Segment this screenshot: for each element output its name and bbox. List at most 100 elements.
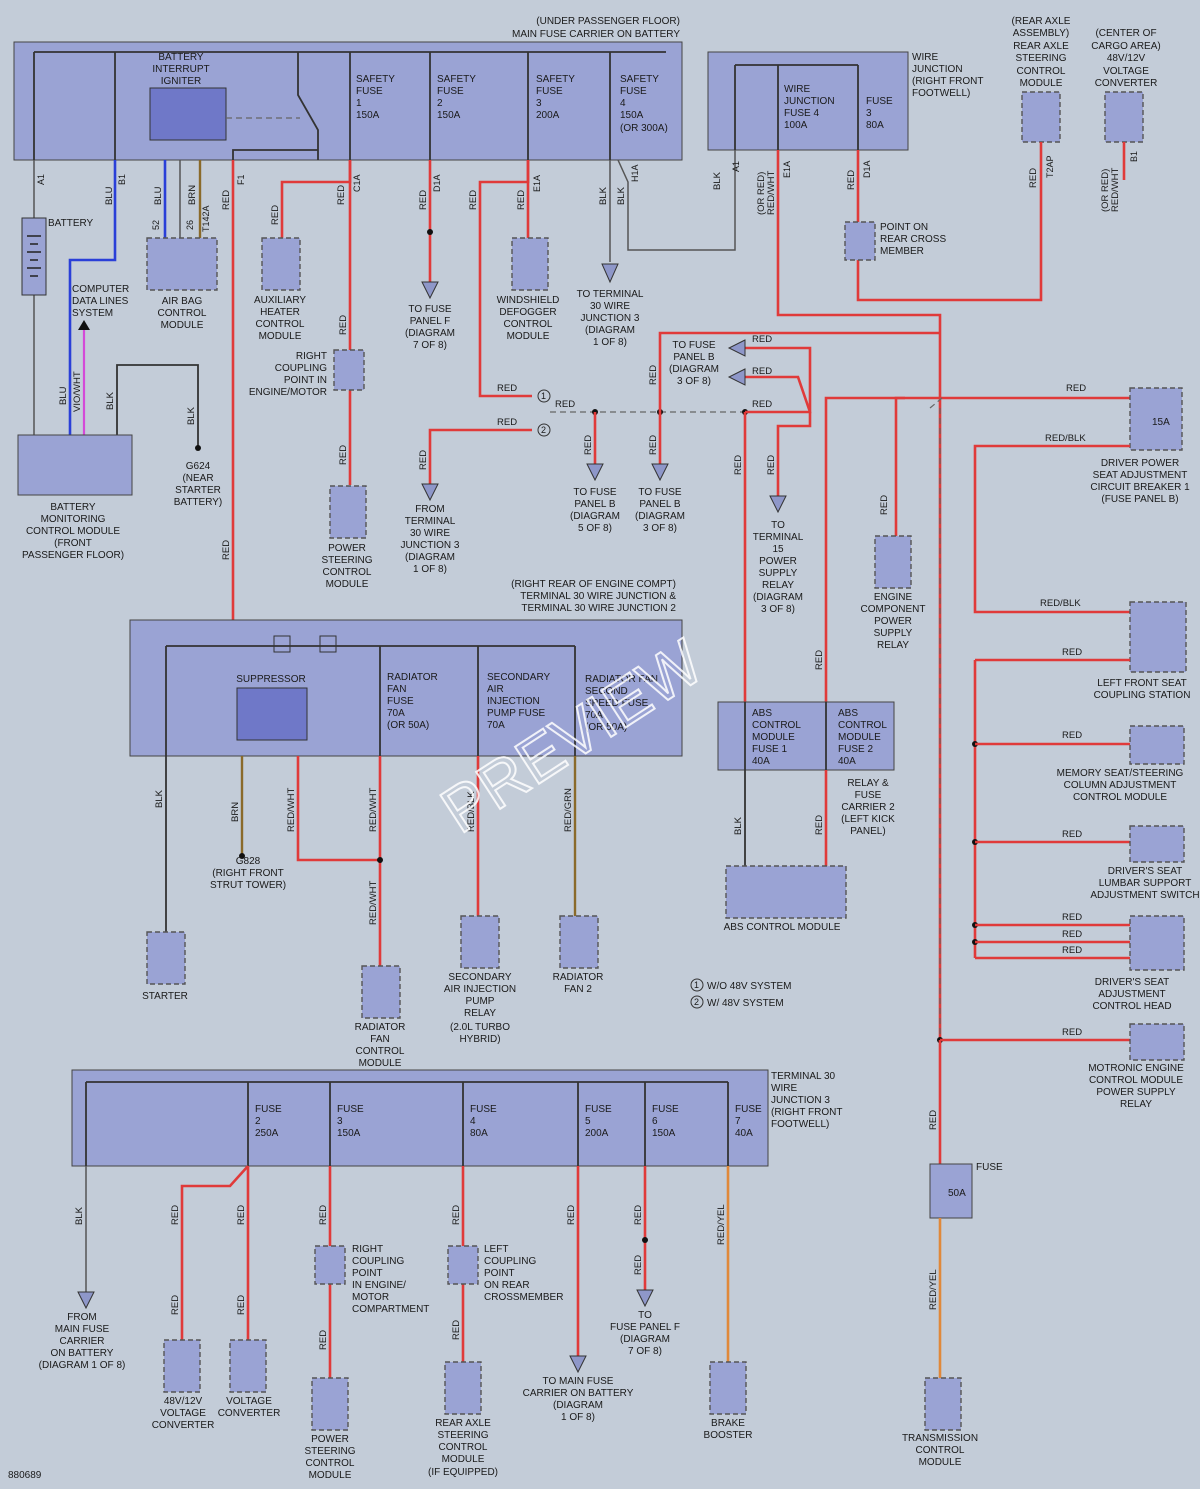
wl-red-aux: RED bbox=[270, 205, 281, 225]
tcm-module bbox=[924, 1377, 962, 1431]
f1-bus bbox=[232, 149, 318, 160]
wj-fb-3: 80A bbox=[866, 120, 884, 131]
legend-1-num: 1 bbox=[694, 980, 699, 990]
pin-f1: F1 bbox=[236, 174, 246, 185]
wl-red-ps-1: RED bbox=[318, 1205, 329, 1225]
pin-cargo-b1: B1 bbox=[1129, 151, 1139, 162]
wl-red-48-2: RED bbox=[170, 1295, 181, 1315]
cg-1: (CENTER OF bbox=[1095, 28, 1156, 39]
lcp-rear-connector bbox=[447, 1245, 479, 1285]
wl-red-abs2: RED bbox=[814, 650, 825, 670]
legend-2-text: W/ 48V SYSTEM bbox=[707, 998, 784, 1009]
wl-red-c1a: RED bbox=[336, 185, 347, 205]
rff-2: FAN bbox=[387, 684, 406, 695]
lumbar-switch bbox=[1129, 825, 1185, 863]
connector-n-icon bbox=[727, 339, 746, 357]
bm-5: PASSENGER FLOOR) bbox=[22, 550, 124, 561]
absf1-3: MODULE bbox=[752, 732, 795, 743]
fpf-4: 7 OF 8) bbox=[413, 340, 447, 351]
w-blk-h1a bbox=[617, 150, 736, 251]
w-redwht-fan bbox=[296, 756, 380, 862]
t30-3: JUNCTION 3 bbox=[581, 313, 640, 324]
ra2-3: CONTROL bbox=[439, 1442, 488, 1453]
ps-control-module bbox=[329, 485, 367, 539]
t30j-terminal-1 bbox=[273, 635, 291, 653]
wl-red-ra: RED bbox=[1028, 168, 1039, 188]
wl-red-absm: RED bbox=[814, 815, 825, 835]
absc-3: CARRIER 2 bbox=[841, 802, 895, 813]
starter-label: STARTER bbox=[142, 991, 188, 1002]
t15-1: TO bbox=[771, 520, 785, 531]
w-blu-b1 bbox=[68, 160, 117, 435]
sf1-l1: SAFETY bbox=[356, 74, 395, 85]
ah-2: HEATER bbox=[260, 307, 300, 318]
rcp-1: RIGHT bbox=[296, 351, 327, 362]
fpbc-4: 5 OF 8) bbox=[578, 523, 612, 534]
tm-2: CARRIER ON BATTERY bbox=[523, 1388, 634, 1399]
wl-red-fr-2: RED bbox=[633, 1255, 644, 1275]
dh-1: DRIVER'S SEAT bbox=[1095, 977, 1170, 988]
f2-2: 2 bbox=[255, 1116, 261, 1127]
f3-2: 3 bbox=[337, 1116, 343, 1127]
cdl-1: COMPUTER bbox=[72, 284, 129, 295]
wj-fa-3: FUSE 4 bbox=[784, 108, 819, 119]
rcp-engine2-connector bbox=[314, 1245, 346, 1285]
t30j-terminal-2 bbox=[319, 635, 337, 653]
tm-1: TO MAIN FUSE bbox=[543, 1376, 614, 1387]
sf2-l1: SAFETY bbox=[437, 74, 476, 85]
mem-2: COLUMN ADJUSTMENT bbox=[1064, 780, 1177, 791]
connector-q-icon bbox=[421, 483, 439, 502]
battery-interrupt-igniter bbox=[149, 87, 227, 141]
connector-b-icon bbox=[727, 368, 746, 386]
wl-or-red: (OR RED) bbox=[756, 172, 767, 215]
fr-2: FUSE PANEL F bbox=[610, 1322, 680, 1333]
rf2-3: SPEED FUSE bbox=[585, 698, 649, 709]
sf2-l2: FUSE bbox=[437, 86, 464, 97]
rcp2-1: RIGHT bbox=[352, 1244, 383, 1255]
conv-48v bbox=[163, 1339, 201, 1393]
ra2-1: REAR AXLE bbox=[435, 1418, 491, 1429]
pin-t2ap: T2AP bbox=[1045, 155, 1055, 178]
fpf-2: PANEL F bbox=[410, 316, 451, 327]
wire-labels: BLU BLU BRN RED RED RED RED RED RED BLK … bbox=[58, 167, 1121, 1350]
wj-title-2: JUNCTION bbox=[912, 64, 963, 75]
t15-7: (DIAGRAM bbox=[753, 592, 803, 603]
starter bbox=[146, 931, 186, 985]
main-fuse-bus bbox=[33, 51, 666, 160]
ps-4: MODULE bbox=[326, 579, 369, 590]
g828-1: G828 bbox=[236, 856, 261, 867]
c48-1: 48V/12V bbox=[164, 1396, 203, 1407]
t30j3-box bbox=[71, 1069, 769, 1167]
lcp-4: ON REAR bbox=[484, 1280, 530, 1291]
cargo-converter bbox=[1104, 91, 1144, 143]
t30j-bus bbox=[165, 645, 576, 756]
f7-3: 40A bbox=[735, 1128, 753, 1139]
ab-3: MODULE bbox=[161, 320, 204, 331]
t30-5: 1 OF 8) bbox=[593, 337, 627, 348]
ds-control-head bbox=[1129, 915, 1185, 971]
f6-3: 150A bbox=[652, 1128, 676, 1139]
fpf-1: TO FUSE bbox=[408, 304, 451, 315]
absc-5: PANEL) bbox=[850, 826, 885, 837]
rcp2-4: IN ENGINE/ bbox=[352, 1280, 406, 1291]
wl-blk-h1a: BLK bbox=[616, 186, 627, 205]
cg-2: CARGO AREA) bbox=[1091, 41, 1160, 52]
fr-1: TO bbox=[638, 1310, 652, 1321]
cdl-3: SYSTEM bbox=[72, 308, 113, 319]
t15-4: POWER bbox=[759, 556, 797, 567]
circle-2-num: 2 bbox=[541, 425, 546, 435]
ra2-4: MODULE bbox=[442, 1454, 485, 1465]
ps2-3: CONTROL bbox=[306, 1458, 355, 1469]
ab-1: AIR BAG bbox=[162, 296, 203, 307]
t30-2: 30 WIRE bbox=[590, 301, 630, 312]
dps-1: DRIVER POWER bbox=[1101, 458, 1179, 469]
w-red-l bbox=[776, 412, 812, 496]
wl-blu-bm: BLU bbox=[58, 386, 69, 405]
sf4-l5: (OR 300A) bbox=[620, 123, 668, 134]
connector-l-icon bbox=[769, 495, 787, 514]
voltage-converter bbox=[229, 1339, 267, 1393]
fm-4: ON BATTERY bbox=[51, 1348, 114, 1359]
sf3-l3: 3 bbox=[536, 98, 542, 109]
t30j3-bus bbox=[85, 1081, 729, 1166]
wj-fa-2: JUNCTION bbox=[784, 96, 835, 107]
